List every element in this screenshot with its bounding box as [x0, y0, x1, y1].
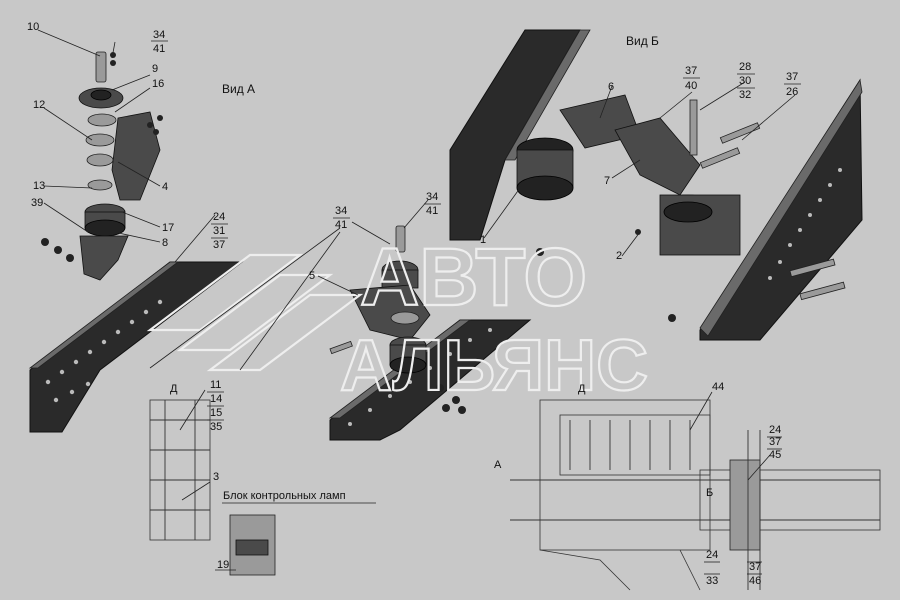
- view-a-arrow-label: А: [494, 459, 502, 471]
- part-label-24: 24: [213, 211, 225, 223]
- part-label-2: 2: [616, 250, 622, 262]
- part-label-24-c: 24: [706, 549, 718, 561]
- part-label-10: 10: [27, 21, 39, 33]
- part-label-46: 46: [749, 575, 761, 587]
- part-label-15: 15: [210, 407, 222, 419]
- right-frame-upper-rail: [449, 29, 591, 241]
- part-label-37-d: 37: [769, 436, 781, 448]
- part-label-37-c: 37: [786, 71, 798, 83]
- middle-exploded-mount: [329, 225, 466, 414]
- part-label-44: 44: [712, 381, 724, 393]
- part-label-4: 4: [162, 181, 168, 193]
- part-label-13: 13: [33, 180, 45, 192]
- part-label-5: 5: [309, 270, 315, 282]
- view-b-arrow-label: Б: [706, 487, 713, 499]
- view-b-title: Вид Б: [626, 34, 659, 48]
- part-label-30: 30: [739, 75, 751, 87]
- part-label-41-mid: 41: [426, 205, 438, 217]
- part-label-32: 32: [739, 89, 751, 101]
- view-b-mounts: [516, 94, 846, 322]
- part-label-3: 3: [213, 471, 219, 483]
- watermark-line2: АЛЬЯНС: [340, 326, 648, 406]
- part-label-6: 6: [608, 81, 614, 93]
- part-label-16: 16: [152, 78, 164, 90]
- part-label-34-mid: 34: [426, 191, 438, 203]
- view-d-left-marker: Д: [170, 383, 178, 395]
- part-label-14: 14: [210, 393, 222, 405]
- part-labels: 10 34 41 9 16 12 4 13 17 39 8 24 31 37 3…: [27, 21, 798, 587]
- part-label-39: 39: [31, 197, 43, 209]
- part-label-7: 7: [604, 175, 610, 187]
- part-label-26: 26: [786, 86, 798, 98]
- part-label-37-b: 37: [685, 65, 697, 77]
- view-d-right-marker: Д: [578, 383, 586, 395]
- part-label-9: 9: [152, 63, 158, 75]
- part-label-12: 12: [33, 99, 45, 111]
- part-label-34-mid2: 34: [335, 205, 347, 217]
- part-label-19: 19: [217, 559, 229, 571]
- part-label-33: 33: [706, 575, 718, 587]
- part-label-24-b: 24: [769, 424, 781, 436]
- part-label-28: 28: [739, 61, 751, 73]
- view-a-exploded-mount: [41, 51, 163, 281]
- watermark: АВТО АЛЬЯНС: [146, 231, 649, 407]
- part-label-1: 1: [480, 234, 486, 246]
- part-label-11: 11: [210, 379, 221, 391]
- part-label-45: 45: [769, 449, 781, 461]
- part-label-37: 37: [213, 239, 225, 251]
- leader-lines: [37, 29, 796, 501]
- part-label-35: 35: [210, 421, 222, 433]
- engine-assembly: [510, 399, 881, 591]
- lamp-block-caption: Блок контрольных ламп: [223, 490, 346, 502]
- left-frame-rail: [28, 261, 244, 433]
- view-a-title: Вид А: [222, 82, 255, 96]
- part-label-41: 41: [153, 43, 165, 55]
- part-label-40: 40: [685, 80, 697, 92]
- dashboard-panel-detail: [149, 399, 276, 576]
- right-frame-lower-rail: [699, 78, 863, 341]
- watermark-line1: АВТО: [360, 232, 587, 323]
- part-label-31: 31: [213, 225, 225, 237]
- part-label-8: 8: [162, 237, 168, 249]
- part-label-41-mid2: 41: [335, 219, 347, 231]
- label-underlines: [151, 40, 801, 575]
- part-label-17: 17: [162, 222, 174, 234]
- part-label-37-e: 37: [749, 561, 761, 573]
- part-label-34: 34: [153, 29, 165, 41]
